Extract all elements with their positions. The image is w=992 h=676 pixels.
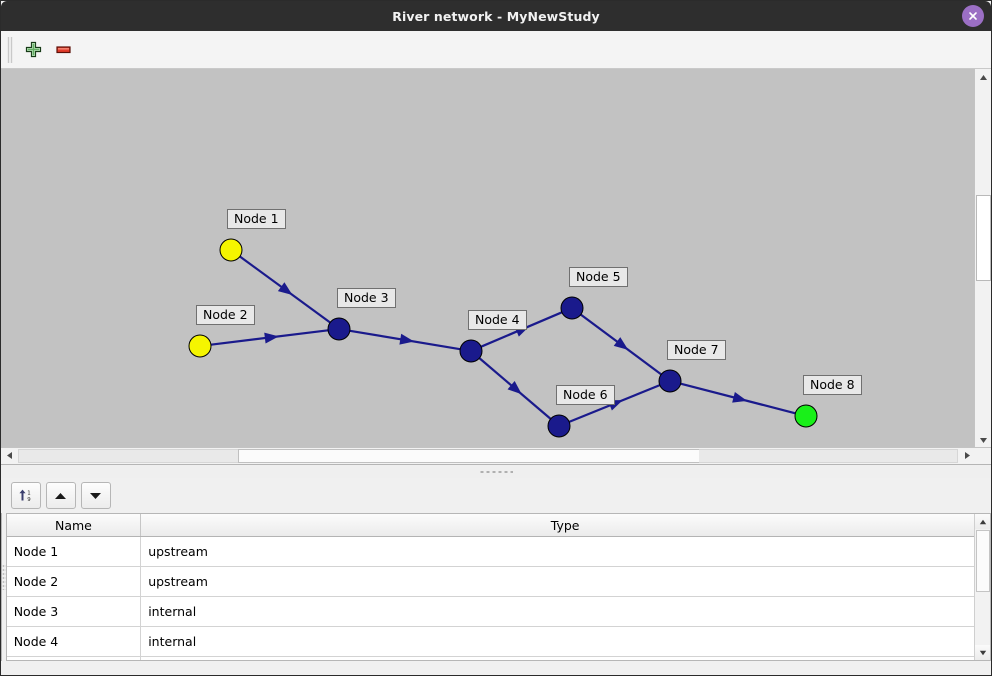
graph-node-label[interactable]: Node 7	[667, 340, 726, 360]
graph-node[interactable]	[327, 317, 351, 341]
toolbar-grip[interactable]	[7, 36, 13, 63]
scroll-up-icon[interactable]	[975, 69, 991, 85]
remove-node-icon[interactable]	[48, 35, 78, 65]
cell-type[interactable]: upstream	[140, 566, 991, 597]
scroll-down-icon[interactable]	[975, 645, 991, 660]
graph-edge-arrow	[613, 337, 629, 350]
cell-empty[interactable]	[6, 656, 142, 660]
graph-node[interactable]	[794, 404, 818, 428]
window-titlebar: River network - MyNewStudy	[1, 1, 991, 31]
scroll-right-icon[interactable]	[959, 448, 975, 463]
nodes-panel-footer	[5, 661, 992, 675]
graph-node[interactable]	[459, 339, 483, 363]
graph-node[interactable]	[547, 414, 571, 438]
graph-node-label[interactable]: Node 5	[569, 267, 628, 287]
cell-name[interactable]: Node 2	[6, 566, 142, 597]
graph-node[interactable]	[219, 238, 243, 262]
scroll-up-icon[interactable]	[975, 514, 991, 529]
nodes-table-scrollbar[interactable]	[974, 514, 991, 660]
graph-node-label[interactable]: Node 4	[468, 310, 527, 330]
window-title: River network - MyNewStudy	[392, 8, 600, 24]
hscroll-trough-left[interactable]	[18, 449, 238, 463]
vertical-splitter-grip	[1, 563, 6, 590]
graph-edge-arrow	[277, 282, 293, 295]
scroll-left-icon[interactable]	[1, 448, 17, 463]
graph-node-label[interactable]: Node 2	[196, 305, 255, 325]
column-header-name[interactable]: Name	[6, 514, 142, 537]
table-row-empty[interactable]	[6, 656, 991, 660]
add-node-icon[interactable]	[18, 35, 48, 65]
cell-empty[interactable]	[140, 656, 991, 660]
canvas-vertical-scrollbar[interactable]	[974, 69, 991, 448]
network-canvas[interactable]: Node 1 Node 2 Node 3 Node 4 Node 5 Node 6 Node…	[1, 69, 991, 464]
graph-node-label[interactable]: Node 3	[337, 288, 396, 308]
horizontal-splitter[interactable]	[1, 464, 991, 478]
canvas-horizontal-scrollbar[interactable]	[1, 447, 991, 464]
graph-edge-arrow	[399, 333, 415, 345]
cell-name[interactable]: Node 1	[6, 536, 142, 567]
canvas-hscroll-thumb[interactable]	[238, 449, 700, 463]
splitter-grip	[479, 469, 513, 474]
reaches-panel-footer	[1, 661, 2, 675]
graph-node[interactable]	[658, 369, 682, 393]
graph-node-label[interactable]: Node 8	[803, 375, 862, 395]
move-down-icon[interactable]	[80, 482, 111, 509]
graph-nodes	[188, 238, 818, 438]
hscroll-trough-right[interactable]	[699, 449, 958, 463]
graph-edge-arrow	[507, 380, 522, 395]
tables-vertical-splitter[interactable]	[1, 478, 6, 675]
close-icon[interactable]	[962, 5, 984, 27]
graph-edge-arrow	[264, 332, 279, 344]
nodes-toolbar: 1 9	[5, 478, 992, 513]
graph-node-label[interactable]: Node 6	[556, 385, 615, 405]
cell-type[interactable]: internal	[140, 626, 991, 657]
graph-node-label[interactable]: Node 1	[227, 209, 286, 229]
nodes-scroll-thumb[interactable]	[976, 530, 991, 592]
main-toolbar	[1, 31, 991, 69]
sort-ascending-icon[interactable]: 1 9	[10, 482, 41, 509]
move-up-icon[interactable]	[45, 482, 76, 509]
graph-node[interactable]	[560, 296, 584, 320]
cell-type[interactable]: upstream	[140, 536, 991, 567]
cell-name[interactable]: Node 3	[6, 596, 142, 627]
cell-name[interactable]: Node 4	[6, 626, 142, 657]
canvas-vscroll-thumb[interactable]	[976, 195, 991, 281]
scrollbar-corner	[975, 448, 991, 464]
svg-text:1: 1	[28, 490, 31, 496]
scroll-down-icon[interactable]	[975, 432, 991, 448]
column-header-type[interactable]: Type	[140, 514, 991, 537]
svg-text:9: 9	[28, 497, 32, 503]
graph-node[interactable]	[188, 334, 212, 358]
graph-edge-arrow	[732, 392, 748, 403]
cell-type[interactable]: internal	[140, 596, 991, 627]
graph-viewport[interactable]: Node 1 Node 2 Node 3 Node 4 Node 5 Node 6 Node…	[1, 69, 964, 447]
